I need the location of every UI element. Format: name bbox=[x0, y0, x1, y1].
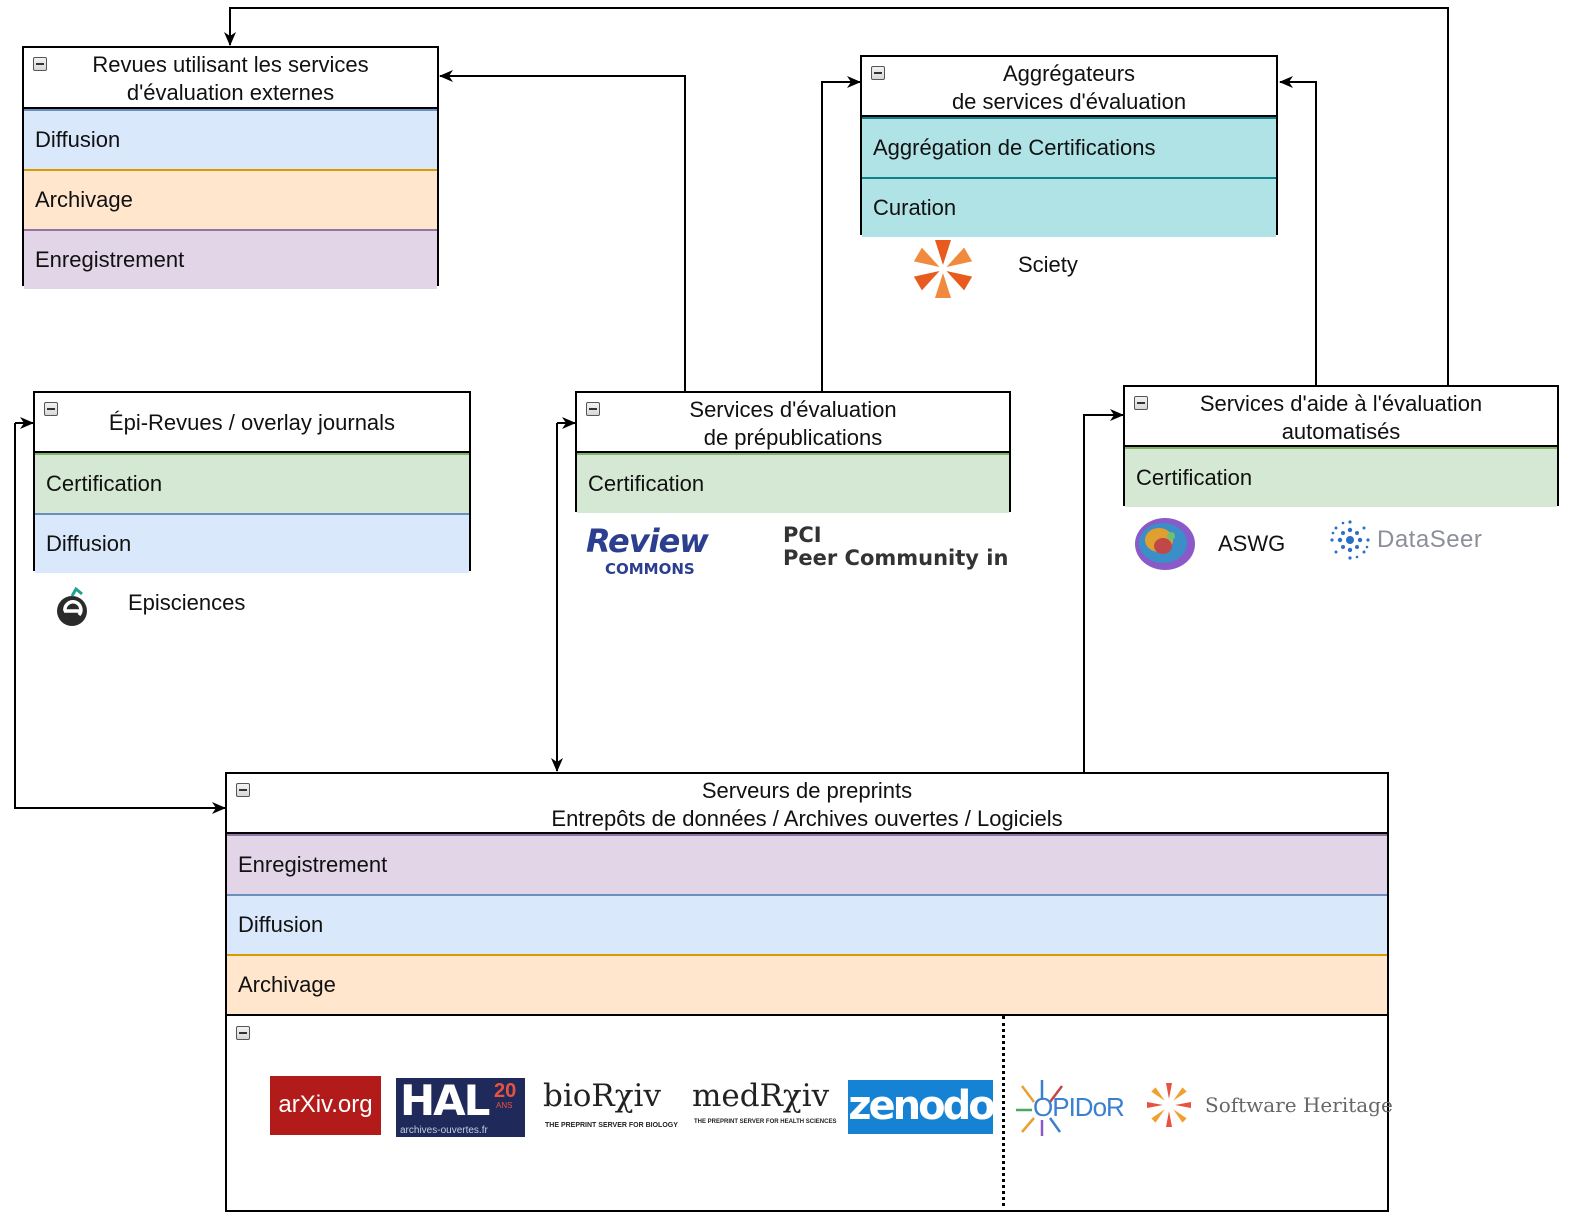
hal-logo: HAL 20 ANS archives-ouvertes.fr bbox=[396, 1076, 525, 1137]
review-commons-text-1: Review bbox=[586, 522, 709, 560]
review-commons-logo: Review COMMONS bbox=[586, 520, 709, 580]
epi-title: Épi-Revues / overlay journals bbox=[108, 410, 396, 435]
revues-box: Revues utilisant les services d'évaluati… bbox=[22, 46, 439, 289]
hal-logo-text: HAL bbox=[400, 1076, 490, 1125]
serveurs-row-diffusion: Diffusion bbox=[227, 894, 1387, 954]
episciences-label: Episciences bbox=[128, 590, 246, 615]
collapse-icon[interactable] bbox=[586, 402, 600, 416]
medrxiv-logo-text: medRχiv bbox=[692, 1078, 830, 1114]
aide-title-2: automatisés bbox=[1281, 419, 1401, 444]
collapse-icon[interactable] bbox=[236, 1026, 250, 1040]
aggregateurs-row-curation: Curation bbox=[862, 177, 1276, 237]
biorxiv-logo: bioRχiv THE PREPRINT SERVER FOR BIOLOGY bbox=[543, 1078, 680, 1138]
revues-title-1: Revues utilisant les services bbox=[92, 52, 369, 77]
pci-logo-2: Peer Community in bbox=[783, 546, 1009, 570]
medrxiv-logo: medRχiv THE PREPRINT SERVER FOR HEALTH S… bbox=[692, 1078, 837, 1138]
revues-header: Revues utilisant les services d'évaluati… bbox=[24, 48, 437, 109]
dotted-separator bbox=[1002, 1016, 1005, 1206]
revues-row-diffusion: Diffusion bbox=[24, 109, 437, 169]
services-header: Services d'évaluation de prépublications bbox=[577, 393, 1009, 453]
aide-row-certification: Certification bbox=[1125, 447, 1557, 507]
epi-row-diffusion: Diffusion bbox=[35, 513, 469, 573]
biorxiv-sub: THE PREPRINT SERVER FOR BIOLOGY bbox=[545, 1122, 678, 1129]
aswg-label: ASWG bbox=[1218, 531, 1286, 556]
medrxiv-sub: THE PREPRINT SERVER FOR HEALTH SCIENCES bbox=[694, 1119, 837, 1125]
zenodo-logo: zenodo bbox=[848, 1080, 996, 1134]
collapse-icon[interactable] bbox=[236, 783, 250, 797]
serveurs-logos-area bbox=[227, 1014, 1387, 1216]
collapse-icon[interactable] bbox=[1134, 396, 1148, 410]
serveurs-header: Serveurs de preprints Entrepôts de donné… bbox=[227, 774, 1387, 834]
epi-box: Épi-Revues / overlay journals Certificat… bbox=[33, 391, 471, 573]
software-heritage-label: Software Heritage bbox=[1205, 1093, 1393, 1117]
aggregateurs-header: Aggrégateurs de services d'évaluation bbox=[862, 57, 1276, 117]
opidor-logo-icon bbox=[1016, 1080, 1063, 1136]
hal-badge-txt: ANS bbox=[496, 1101, 513, 1110]
services-box: Services d'évaluation de prépublications… bbox=[575, 391, 1011, 513]
hal-sub: archives-ouvertes.fr bbox=[400, 1125, 488, 1136]
arxiv-logo-text: arXiv.org bbox=[278, 1091, 373, 1118]
serveurs-title-2: Entrepôts de données / Archives ouvertes… bbox=[551, 806, 1063, 831]
aggregateurs-box: Aggrégateurs de services d'évaluation Ag… bbox=[860, 55, 1278, 237]
arrow-serveurs-to-aide bbox=[1083, 409, 1124, 773]
arrow-services-to-revues bbox=[439, 70, 686, 392]
serveurs-title-1: Serveurs de preprints bbox=[701, 778, 913, 803]
arrow-aide-to-aggregateurs bbox=[1279, 76, 1317, 385]
sciety-logo-icon bbox=[913, 240, 973, 298]
arxiv-logo: arXiv.org bbox=[270, 1076, 381, 1135]
arrow-services-to-aggregateurs bbox=[821, 76, 861, 392]
services-title-1: Services d'évaluation bbox=[689, 397, 897, 422]
biorxiv-logo-text: bioRχiv bbox=[543, 1078, 661, 1114]
episciences-logo-icon bbox=[57, 586, 87, 626]
aide-title-1: Services d'aide à l'évaluation bbox=[1199, 391, 1483, 416]
software-heritage-logo-icon bbox=[1147, 1083, 1191, 1127]
collapse-icon[interactable] bbox=[33, 57, 47, 71]
aide-box: Services d'aide à l'évaluation automatis… bbox=[1123, 385, 1559, 507]
revues-row-enregistrement: Enregistrement bbox=[24, 229, 437, 289]
epi-header: Épi-Revues / overlay journals bbox=[35, 393, 469, 453]
dataseer-logo-icon bbox=[1330, 520, 1370, 560]
serveurs-row-archivage: Archivage bbox=[227, 954, 1387, 1014]
services-title-2: de prépublications bbox=[703, 425, 883, 450]
review-commons-text-2: COMMONS bbox=[605, 560, 695, 578]
opidor-label: OPIDoR bbox=[1033, 1092, 1125, 1122]
dataseer-label: DataSeer bbox=[1377, 526, 1483, 553]
hal-badge-num: 20 bbox=[494, 1080, 517, 1102]
pci-logo-1: PCI bbox=[783, 523, 822, 547]
collapse-icon[interactable] bbox=[871, 66, 885, 80]
collapse-icon[interactable] bbox=[44, 402, 58, 416]
epi-row-certification: Certification bbox=[35, 453, 469, 513]
aggregateurs-row-aggregation: Aggrégation de Certifications bbox=[862, 117, 1276, 177]
revues-title-2: d'évaluation externes bbox=[126, 80, 335, 105]
serveurs-box: Serveurs de preprints Entrepôts de donné… bbox=[225, 772, 1389, 1212]
aggregateurs-title-2: de services d'évaluation bbox=[951, 89, 1187, 114]
sciety-label: Sciety bbox=[1018, 252, 1078, 277]
aswg-logo-icon bbox=[1135, 518, 1195, 570]
aggregateurs-title-1: Aggrégateurs bbox=[1002, 61, 1136, 86]
zenodo-logo-text: zenodo bbox=[848, 1083, 995, 1129]
serveurs-row-enregistrement: Enregistrement bbox=[227, 834, 1387, 894]
aide-header: Services d'aide à l'évaluation automatis… bbox=[1125, 387, 1557, 447]
services-row-certification: Certification bbox=[577, 453, 1009, 513]
revues-row-archivage: Archivage bbox=[24, 169, 437, 229]
